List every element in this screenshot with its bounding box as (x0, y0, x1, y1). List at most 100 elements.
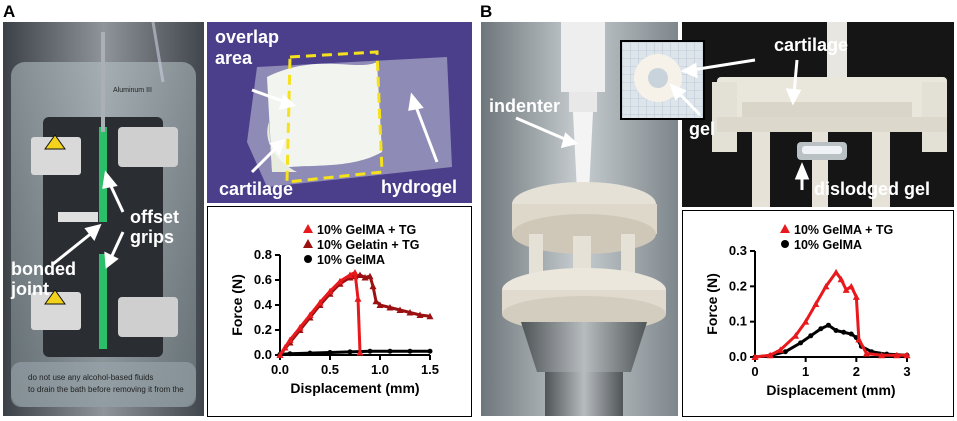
data-point (893, 351, 901, 359)
x-tick-label: 0.0 (271, 362, 289, 377)
data-point (396, 306, 404, 313)
data-point (837, 275, 845, 283)
lap-shear-photo: Aluminum III do not use any alcohol-base… (3, 22, 204, 416)
label-indenter: indenter (489, 96, 561, 116)
lap-shear-photo-art: Aluminum III do not use any alcohol-base… (3, 22, 204, 416)
data-point (351, 269, 359, 276)
data-point (426, 312, 434, 320)
data-point (367, 348, 373, 354)
data-point (782, 349, 788, 355)
x-tick-label: 2 (853, 364, 860, 379)
data-point (798, 340, 804, 346)
label-offset-grips: offset grips (130, 207, 179, 247)
data-point (307, 350, 313, 356)
data-point (376, 301, 384, 308)
photo-text-tank: Aluminum III (113, 87, 152, 94)
x-tick-label: 0.5 (321, 362, 339, 377)
data-point (316, 299, 324, 306)
overlap-sample-art (207, 22, 472, 203)
data-point (751, 353, 759, 360)
callout-arrow-indenter (515, 116, 579, 149)
series-line (754, 270, 907, 359)
y-tick-label: 0.0 (729, 349, 747, 364)
label-cartilage-a: cartilage (219, 179, 294, 199)
data-point (416, 311, 424, 318)
legend-label: 10% GelMA (317, 253, 385, 267)
legend-label: 10% Gelatin + TG (317, 238, 419, 252)
y-axis-label: Force (N) (229, 274, 245, 335)
data-point (372, 297, 380, 305)
data-point (356, 271, 364, 278)
callout-arrows-b-right (785, 59, 810, 190)
x-tick-label: 1 (802, 364, 809, 379)
data-point (903, 351, 911, 359)
y-axis-label: Force (N) (704, 273, 720, 334)
data-point (356, 349, 364, 356)
legend-label: 10% GelMA + TG (794, 223, 893, 237)
y-tick-label: 0.8 (254, 247, 272, 262)
data-point (287, 351, 293, 357)
y-tick-label: 0.2 (254, 322, 272, 337)
data-point (818, 326, 824, 332)
label-cartilage-b: cartilage (774, 35, 849, 55)
data-point (825, 322, 831, 328)
indenter-photo: indenter (481, 22, 678, 416)
gel-inset-art (622, 42, 703, 118)
data-point (776, 346, 784, 353)
y-tick-label: 0.6 (254, 272, 272, 287)
data-point (406, 309, 414, 316)
x-tick-label: 3 (903, 364, 910, 379)
data-point (792, 332, 800, 339)
overlap-sample-photo: overlap area cartilage hydrogel (207, 22, 472, 203)
data-point (366, 272, 374, 280)
data-point (842, 286, 850, 293)
label-bonded-joint: bonded joint (11, 259, 76, 299)
data-point (281, 344, 289, 351)
data-point (855, 335, 863, 343)
panel-letter-b: B (480, 2, 493, 21)
data-point (852, 293, 860, 300)
data-point (847, 282, 855, 290)
data-point (296, 324, 304, 331)
data-point (354, 295, 362, 302)
dislodged-gel-photo: cartilage dislodged gel (682, 22, 954, 207)
legend-label: 10% GelMA (794, 238, 862, 252)
panel-letter-a: A (3, 2, 16, 21)
x-tick-label: 0 (751, 364, 758, 379)
label-overlap-area: overlap area (215, 27, 280, 68)
callout-arrows-a (52, 170, 125, 269)
legend-marker (304, 255, 312, 263)
data-point (336, 277, 344, 285)
data-point (347, 349, 353, 355)
data-point (327, 350, 333, 355)
data-point (276, 351, 284, 358)
data-point (427, 348, 433, 354)
y-tick-label: 0.0 (254, 347, 272, 362)
legend-marker (781, 240, 789, 248)
data-point (832, 268, 840, 276)
data-point (326, 287, 334, 295)
dislodged-gel-art (682, 22, 954, 207)
photo-text-warning-2: to drain the bath before removing it fro… (28, 385, 184, 394)
data-point (387, 348, 393, 354)
data-point (822, 282, 830, 290)
legend-marker (303, 239, 313, 248)
data-point (306, 311, 314, 318)
y-tick-label: 0.4 (254, 297, 273, 312)
label-gel: gel (689, 119, 716, 139)
data-point (346, 271, 354, 278)
data-point (848, 331, 854, 337)
callout-arrows-overlap (250, 88, 439, 174)
data-point (808, 333, 814, 339)
data-point (286, 336, 294, 343)
x-axis-label: Displacement (mm) (766, 382, 895, 398)
data-point (878, 351, 886, 359)
callout-arrows-inset (650, 40, 770, 140)
label-dislodged-gel: dislodged gel (814, 179, 931, 199)
gel-inset-photo (620, 40, 705, 120)
x-tick-label: 1.5 (421, 362, 439, 377)
